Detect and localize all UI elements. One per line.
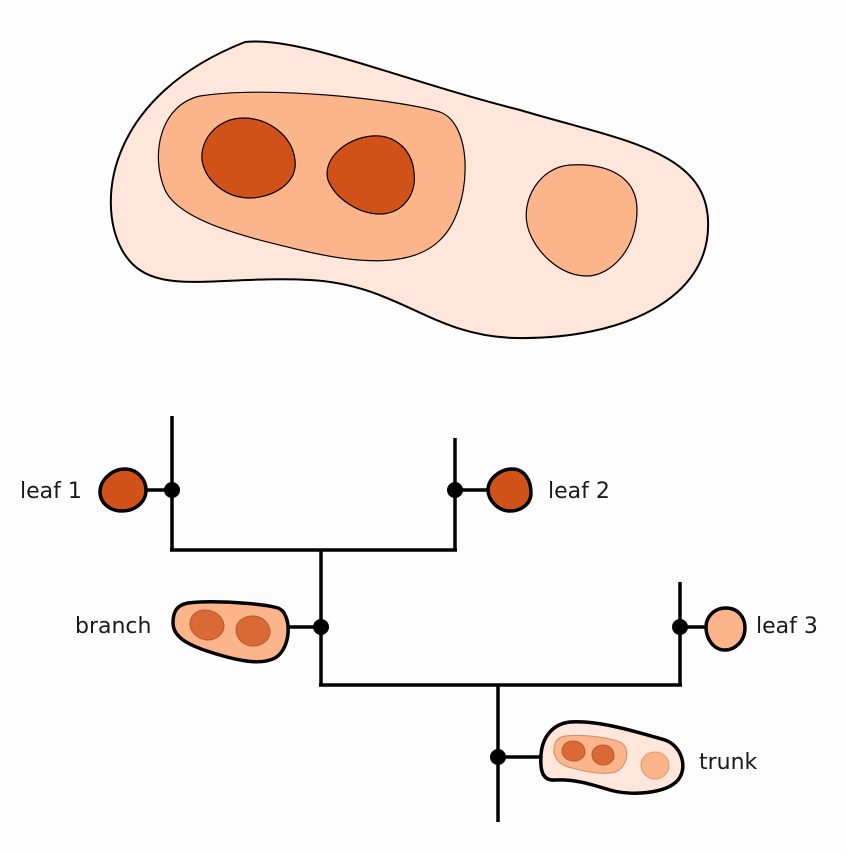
leaf2-node bbox=[447, 482, 463, 498]
trunk-label: trunk bbox=[699, 750, 758, 775]
leaf1-group: leaf 1 bbox=[20, 467, 148, 513]
leaf3-label: leaf 3 bbox=[756, 614, 818, 639]
leaf3-icon bbox=[704, 606, 747, 652]
branch-node bbox=[313, 619, 329, 635]
trunk-inner-leaf3-icon bbox=[640, 751, 670, 780]
leaf2-region bbox=[326, 135, 415, 215]
tree bbox=[145, 416, 706, 822]
leaf1-node bbox=[164, 482, 180, 498]
trunk-group: trunk bbox=[539, 720, 758, 795]
leaf1-icon bbox=[98, 467, 148, 513]
leaf3-group: leaf 3 bbox=[704, 606, 818, 652]
leaf1-region bbox=[201, 117, 296, 199]
leaf2-icon bbox=[486, 467, 533, 513]
trunk-inner-leaf2-icon bbox=[591, 744, 615, 766]
leaf3-node bbox=[672, 619, 688, 635]
leaf2-label: leaf 2 bbox=[548, 479, 610, 504]
branch-icon bbox=[171, 600, 290, 664]
branch-label: branch bbox=[75, 614, 151, 639]
trunk-inner-leaf1-icon bbox=[561, 740, 586, 762]
leaf1-label: leaf 1 bbox=[20, 479, 82, 504]
region-map bbox=[109, 40, 710, 340]
branch-group: branch bbox=[75, 600, 290, 664]
leaf2-group: leaf 2 bbox=[486, 467, 610, 513]
leaf3-region bbox=[525, 164, 638, 277]
trunk-node bbox=[490, 749, 506, 765]
branch-inner-leaf1-icon bbox=[189, 609, 225, 641]
branch-inner-leaf2-icon bbox=[235, 615, 271, 647]
